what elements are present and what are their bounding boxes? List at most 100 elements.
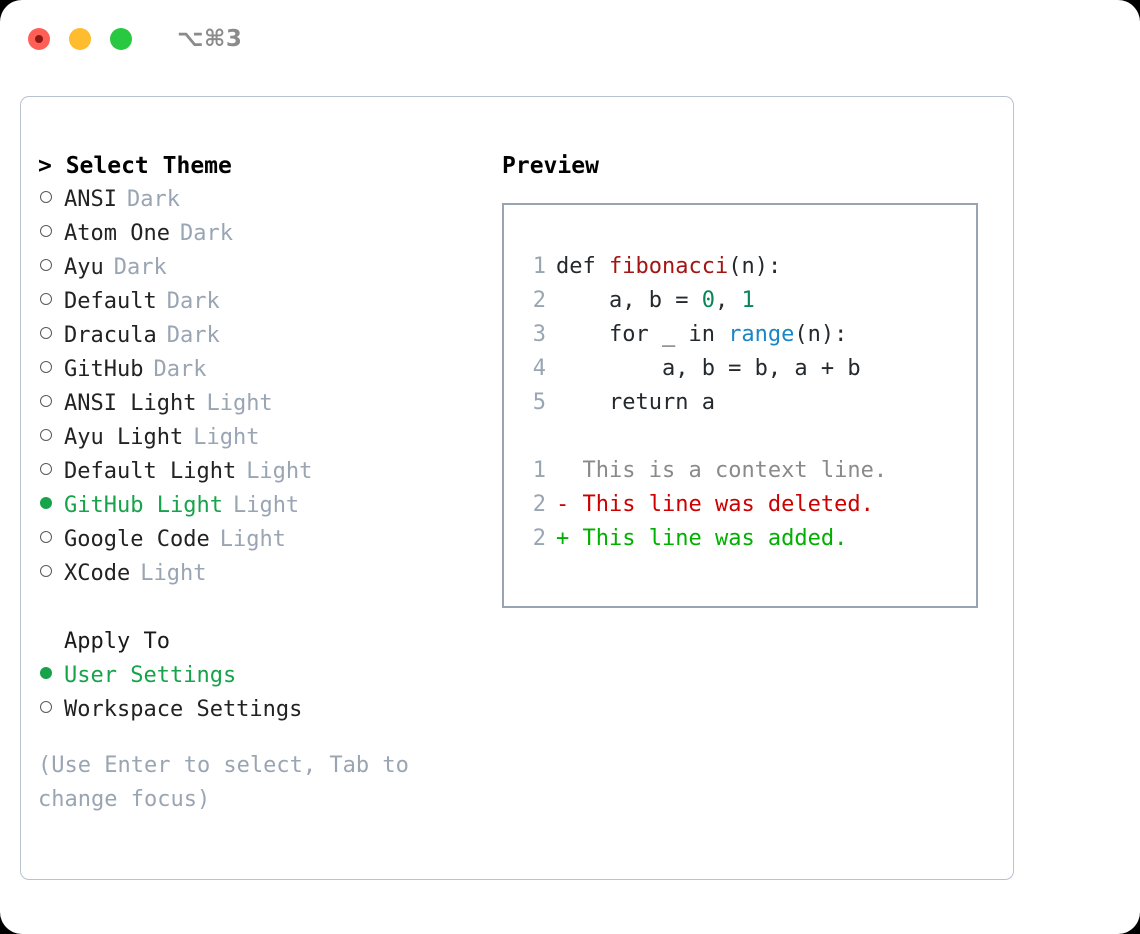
diff-sample: 1 This is a context line.2- This line wa… [524,454,976,556]
code-line: 2 a, b = 0, 1 [524,284,976,318]
select-theme-heading: > Select Theme [38,153,232,179]
diff-text: This line was deleted. [582,492,874,517]
line-number: 5 [532,390,546,415]
line-number: 2 [532,526,546,551]
code-token-plain: (n): [794,322,848,347]
radio-circle [40,531,52,543]
theme-option-label: Default [64,289,157,314]
code-line: 5 return a [524,386,976,420]
code-line: 3 for _ in range(n): [524,318,976,352]
theme-option-label: XCode [64,561,131,586]
radio-circle [40,497,52,509]
diff-sign: - [556,492,570,517]
radio-circle [40,463,52,475]
theme-option-category: Light [246,459,313,484]
apply-to-option-user-settings[interactable]: User Settings [38,659,478,693]
theme-option-default[interactable]: Default Dark [38,285,478,319]
code-token-plain: , [714,288,742,313]
apply-to-option-label: User Settings [64,663,237,688]
theme-option-label: Ayu Light [64,425,184,450]
theme-option-label: ANSI [64,187,117,212]
theme-option-category: Dark [153,357,207,382]
theme-option-dracula[interactable]: Dracula Dark [38,319,478,353]
theme-option-category: Dark [166,289,220,314]
line-number: 4 [532,356,546,381]
theme-option-category: Light [219,527,286,552]
apply-to-heading-row: Apply To [38,625,478,659]
diff-text: This is a context line. [582,458,888,483]
code-token-func: fibonacci [608,254,729,279]
maximize-button[interactable] [110,28,132,50]
theme-option-google-code[interactable]: Google Code Light [38,523,478,557]
theme-option-category: Light [140,561,207,586]
theme-option-category: Light [232,493,300,518]
theme-option-category: Light [193,425,260,450]
line-number: 2 [532,288,546,313]
preview-heading: Preview [502,153,599,179]
code-token-plain: for _ in [556,322,729,347]
keyboard-shortcut-label: ⌥⌘3 [177,26,243,52]
diff-line-context: 1 This is a context line. [524,454,976,488]
theme-option-label: GitHub [64,357,144,382]
diff-line-deleted: 2- This line was deleted. [524,488,976,522]
line-number: 2 [532,492,546,517]
diff-sign: + [556,526,570,551]
diff-line-content: + This line was added. [556,526,847,551]
code-token-plain: return a [556,390,715,415]
code-token-plain: a, b = [556,288,702,313]
theme-option-ansi-light[interactable]: ANSI Light Light [38,387,478,421]
diff-line-content: This is a context line. [556,458,888,483]
apply-to-option-label: Workspace Settings [64,697,303,722]
radio-circle [40,191,52,203]
code-token-plain: def [556,254,609,279]
theme-option-category: Dark [166,323,220,348]
code-token-call: range [728,322,795,347]
theme-option-label: GitHub Light [64,493,223,518]
theme-option-label: Dracula [64,323,157,348]
theme-option-ayu-light[interactable]: Ayu Light Light [38,421,478,455]
theme-option-label: Atom One [64,221,170,246]
line-number: 1 [532,458,546,483]
close-button[interactable] [28,28,50,50]
diff-sign [556,458,569,483]
line-number: 3 [532,322,546,347]
diff-line-added: 2 + This line was added. [524,522,976,556]
code-token-plain: (n): [728,254,782,279]
diff-line-content: - This line was deleted. [556,492,874,517]
theme-option-github-light[interactable]: GitHub Light Light [38,489,478,523]
theme-option-label: Google Code [64,527,210,552]
code-token-plain: a, b = b, a + b [556,356,861,381]
radio-circle [40,327,52,339]
list-spacer [38,591,478,625]
code-line: 4 a, b = b, a + b [524,352,976,386]
radio-circle [40,429,52,441]
theme-option-xcode[interactable]: XCode Light [38,557,478,591]
theme-option-ansi[interactable]: ANSI Dark [38,183,478,217]
theme-option-label: ANSI Light [64,391,197,416]
theme-option-category: Dark [126,187,180,212]
theme-option-default-light[interactable]: Default Light Light [38,455,478,489]
minimize-button[interactable] [69,28,91,50]
apply-to-heading: Apply To [64,629,170,654]
radio-circle [40,565,52,577]
theme-option-label: Ayu [64,255,104,280]
apply-to-option-workspace-settings[interactable]: Workspace Settings [38,693,478,727]
radio-circle [40,667,52,679]
keyboard-hint-text: (Use Enter to select, Tab to change focu… [38,753,409,812]
theme-option-category: Light [206,391,273,416]
code-diff-separator [524,420,976,454]
radio-circle [40,701,52,713]
theme-option-label: Default Light [64,459,237,484]
theme-option-github[interactable]: GitHub Dark [38,353,478,387]
